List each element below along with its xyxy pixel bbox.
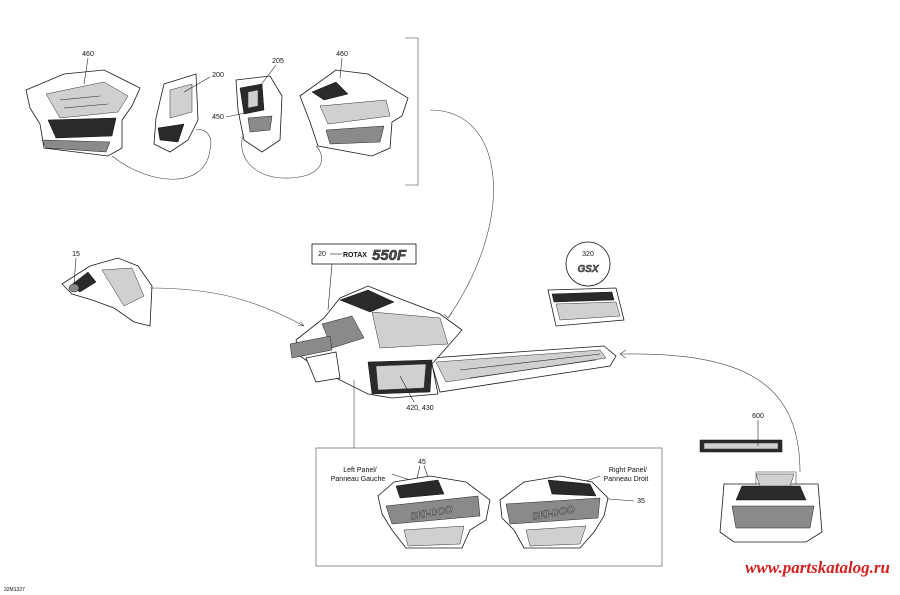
right-inner-panel[interactable] [235, 75, 283, 153]
callout-200: 200 [212, 72, 224, 79]
rear-connector [619, 353, 801, 473]
front-nose-piece[interactable] [61, 257, 153, 327]
left-panel-label-en: Left Panel/ [343, 467, 377, 474]
rear-snowflap[interactable] [719, 471, 823, 543]
callout-600: 600 [752, 413, 764, 420]
callout-460-right: 460 [336, 51, 348, 58]
left-panel-label-fr: Panneau Gauche [331, 476, 386, 483]
left-inner-panel[interactable] [153, 73, 199, 153]
right-panel-decal[interactable]: SKI-DOO [499, 475, 609, 549]
right-side-panel[interactable] [299, 69, 409, 157]
callout-205: 205 [272, 58, 284, 65]
rear-snowflap-decal[interactable] [699, 439, 783, 453]
nose-connector [149, 287, 305, 327]
left-panel-decal[interactable]: SKI-DOO [377, 475, 491, 549]
panel-link-left [111, 129, 212, 180]
callout-20: 20 [318, 251, 326, 258]
top-group-connector [429, 109, 494, 319]
rotax-decal[interactable]: ROTAX 550F [311, 243, 417, 265]
gsx-text: GSX [577, 264, 599, 275]
watermark-text: www.partskatalog.ru [745, 558, 890, 577]
callout-45: 45 [418, 459, 426, 466]
callout-420-430: 420, 430 [406, 405, 433, 412]
panel-decals-box [315, 447, 663, 567]
right-panel-label-fr: Panneau Droit [604, 476, 649, 483]
callout-320: 320 [582, 251, 594, 258]
callout-35: 35 [637, 498, 645, 505]
rotax-leader [327, 263, 333, 311]
right-panel-label-en: Right Panel/ [609, 467, 647, 474]
left-side-panel[interactable] [25, 69, 141, 157]
callout-450: 450 [212, 114, 224, 121]
snowmobile-body[interactable] [289, 285, 617, 399]
callout-15: 15 [72, 251, 80, 258]
gsx-decal[interactable]: GSX [547, 241, 625, 327]
callout-460-left: 460 [82, 51, 94, 58]
drawing-id: 32M1327 [4, 587, 25, 593]
rotax-model: 550F [372, 247, 407, 264]
top-group-bracket [405, 37, 419, 186]
panel-link-right [241, 133, 323, 179]
rotax-prefix: ROTAX [343, 252, 367, 259]
